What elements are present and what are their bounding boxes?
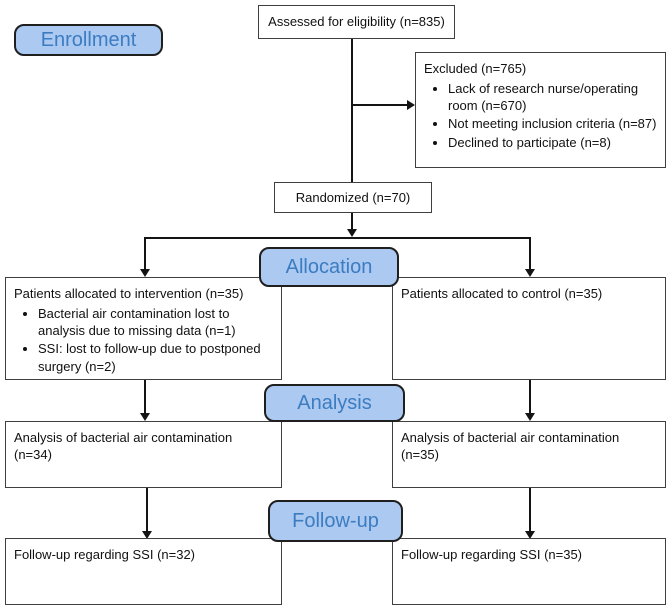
bullet-item: Bacterial air contamination lost to anal… xyxy=(38,305,273,339)
arrowhead-branch xyxy=(347,229,357,237)
arrowhead-intervention xyxy=(140,269,150,277)
enrollment-stage-label: Enrollment xyxy=(14,24,163,56)
connector-to-excluded xyxy=(352,104,408,106)
connector-branch-to-intervention xyxy=(144,237,146,270)
followup-control-title: Follow-up regarding SSI (n=35) xyxy=(401,547,583,562)
connector-control-to-analysis xyxy=(529,380,531,414)
randomized-box: Randomized (n=70) xyxy=(274,182,432,213)
bullet-item: Declined to participate (n=8) xyxy=(448,134,657,151)
analysis-control-title: Analysis of bacterial air contamination … xyxy=(401,430,620,463)
bullet-item: SSI: lost to follow-up due to postponed … xyxy=(38,340,273,374)
allocation-stage-label: Allocation xyxy=(259,247,399,287)
allocation-control-box: Patients allocated to control (n=35) xyxy=(392,277,666,380)
excluded-box: Excluded (n=765) Lack of research nurse/… xyxy=(415,52,666,168)
analysis-stage-label: Analysis xyxy=(264,384,405,422)
bullet-item: Not meeting inclusion criteria (n=87) xyxy=(448,115,657,132)
arrowhead-followup-right xyxy=(525,531,535,539)
connector-assessed-to-randomized xyxy=(351,39,353,183)
analysis-intervention-title: Analysis of bacterial air contamination … xyxy=(14,430,233,463)
followup-intervention-title: Follow-up regarding SSI (n=32) xyxy=(14,547,196,562)
allocation-intervention-bullet-list: Bacterial air contamination lost to anal… xyxy=(14,305,273,375)
followup-stage-label: Follow-up xyxy=(268,500,403,542)
branch-line xyxy=(144,237,531,239)
connector-intervention-to-analysis xyxy=(144,380,146,414)
followup-control-box: Follow-up regarding SSI (n=35) xyxy=(392,538,666,605)
arrowhead-analysis-right xyxy=(525,413,535,421)
assessed-for-eligibility-box: Assessed for eligibility (n=835) xyxy=(258,5,455,39)
analysis-control-box: Analysis of bacterial air contamination … xyxy=(392,421,666,488)
arrowhead-excluded xyxy=(407,100,415,110)
followup-intervention-box: Follow-up regarding SSI (n=32) xyxy=(5,538,282,605)
allocation-control-title: Patients allocated to control (n=35) xyxy=(401,286,603,301)
connector-analysis-to-followup-right xyxy=(529,488,531,532)
arrowhead-control xyxy=(525,269,535,277)
allocation-intervention-title: Patients allocated to intervention (n=35… xyxy=(14,286,244,301)
allocation-intervention-box: Patients allocated to intervention (n=35… xyxy=(5,277,282,380)
connector-branch-to-control xyxy=(529,237,531,270)
connector-randomized-to-branch xyxy=(351,213,353,231)
excluded-title: Excluded (n=765) xyxy=(424,61,527,76)
bullet-item: Lack of research nurse/operating room (n… xyxy=(448,80,657,114)
excluded-bullet-list: Lack of research nurse/operating room (n… xyxy=(424,80,657,151)
arrowhead-analysis-left xyxy=(140,413,150,421)
analysis-intervention-box: Analysis of bacterial air contamination … xyxy=(5,421,282,488)
arrowhead-followup-left xyxy=(142,531,152,539)
connector-analysis-to-followup-left xyxy=(146,488,148,532)
